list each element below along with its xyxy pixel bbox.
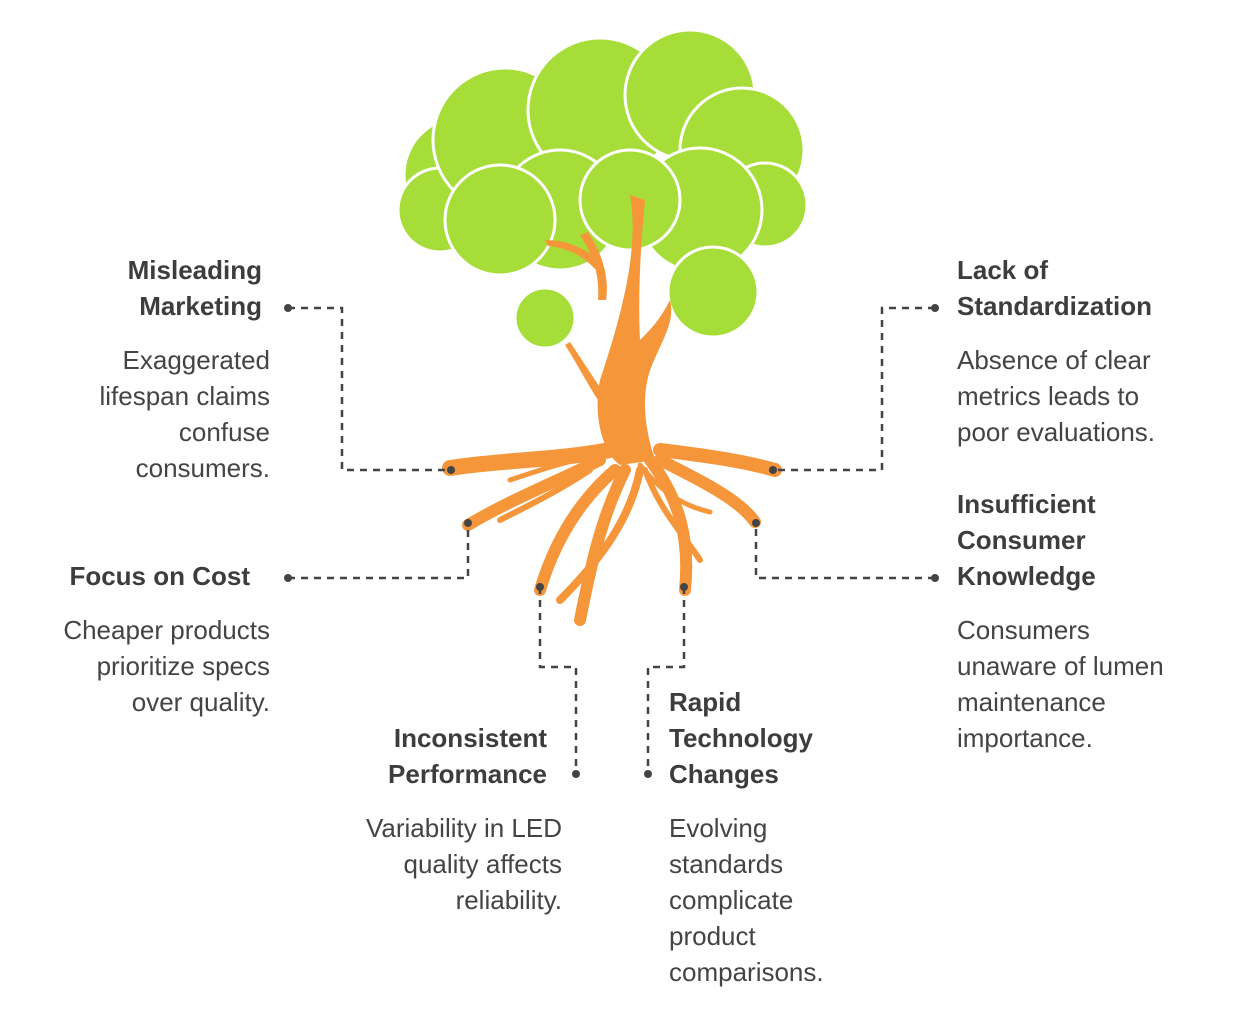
block-lack-of-standardization: Lack of Standardization — [957, 252, 1217, 324]
block-lack-of-standardization-desc: Absence of clear metrics leads to poor e… — [957, 342, 1217, 450]
block-inconsistent-performance: Inconsistent Performance — [300, 720, 547, 792]
title-lack-of-standardization: Lack of Standardization — [957, 255, 1153, 321]
title-misleading-marketing: Misleading Marketing — [127, 255, 262, 321]
connector-misleading-marketing — [288, 306, 451, 472]
block-insufficient-consumer-knowledge: Insufficient Consumer Knowledge — [957, 486, 1217, 594]
desc-inconsistent-performance: Variability in LED quality affects relia… — [365, 813, 562, 915]
block-rapid-technology-changes: Rapid Technology Changes — [669, 684, 889, 792]
block-insufficient-consumer-knowledge-desc: Consumers unaware of lumen maintenance i… — [957, 612, 1217, 756]
desc-lack-of-standardization: Absence of clear metrics leads to poor e… — [957, 345, 1156, 447]
connector-focus-on-cost — [288, 523, 470, 580]
connector-inconsistent-performance — [538, 587, 578, 774]
title-focus-on-cost: Focus on Cost — [69, 561, 250, 591]
connector-insufficient-consumer-knowledge — [754, 523, 935, 580]
block-focus-on-cost-desc: Cheaper products prioritize specs over q… — [10, 612, 270, 720]
title-rapid-technology-changes: Rapid Technology Changes — [669, 687, 813, 789]
desc-rapid-technology-changes: Evolving standards complicate product co… — [669, 813, 824, 987]
title-inconsistent-performance: Inconsistent Performance — [388, 723, 547, 789]
tree-canopy — [396, 28, 809, 350]
desc-focus-on-cost: Cheaper products prioritize specs over q… — [63, 615, 270, 717]
block-misleading-marketing: Misleading Marketing — [40, 252, 262, 324]
block-inconsistent-performance-desc: Variability in LED quality affects relia… — [300, 810, 562, 918]
title-insufficient-consumer-knowledge: Insufficient Consumer Knowledge — [957, 489, 1096, 591]
desc-misleading-marketing: Exaggerated lifespan claims confuse cons… — [99, 345, 270, 483]
connectors — [288, 306, 935, 774]
connector-dots — [284, 304, 939, 778]
block-focus-on-cost: Focus on Cost — [20, 558, 250, 594]
block-misleading-marketing-desc: Exaggerated lifespan claims confuse cons… — [40, 342, 270, 486]
tree-trunk — [545, 195, 672, 465]
connector-rapid-technology-changes — [646, 587, 686, 774]
block-rapid-technology-changes-desc: Evolving standards complicate product co… — [669, 810, 889, 990]
tree-roots — [442, 442, 782, 626]
connector-lack-of-standardization — [773, 306, 935, 472]
desc-insufficient-consumer-knowledge: Consumers unaware of lumen maintenance i… — [957, 615, 1164, 753]
